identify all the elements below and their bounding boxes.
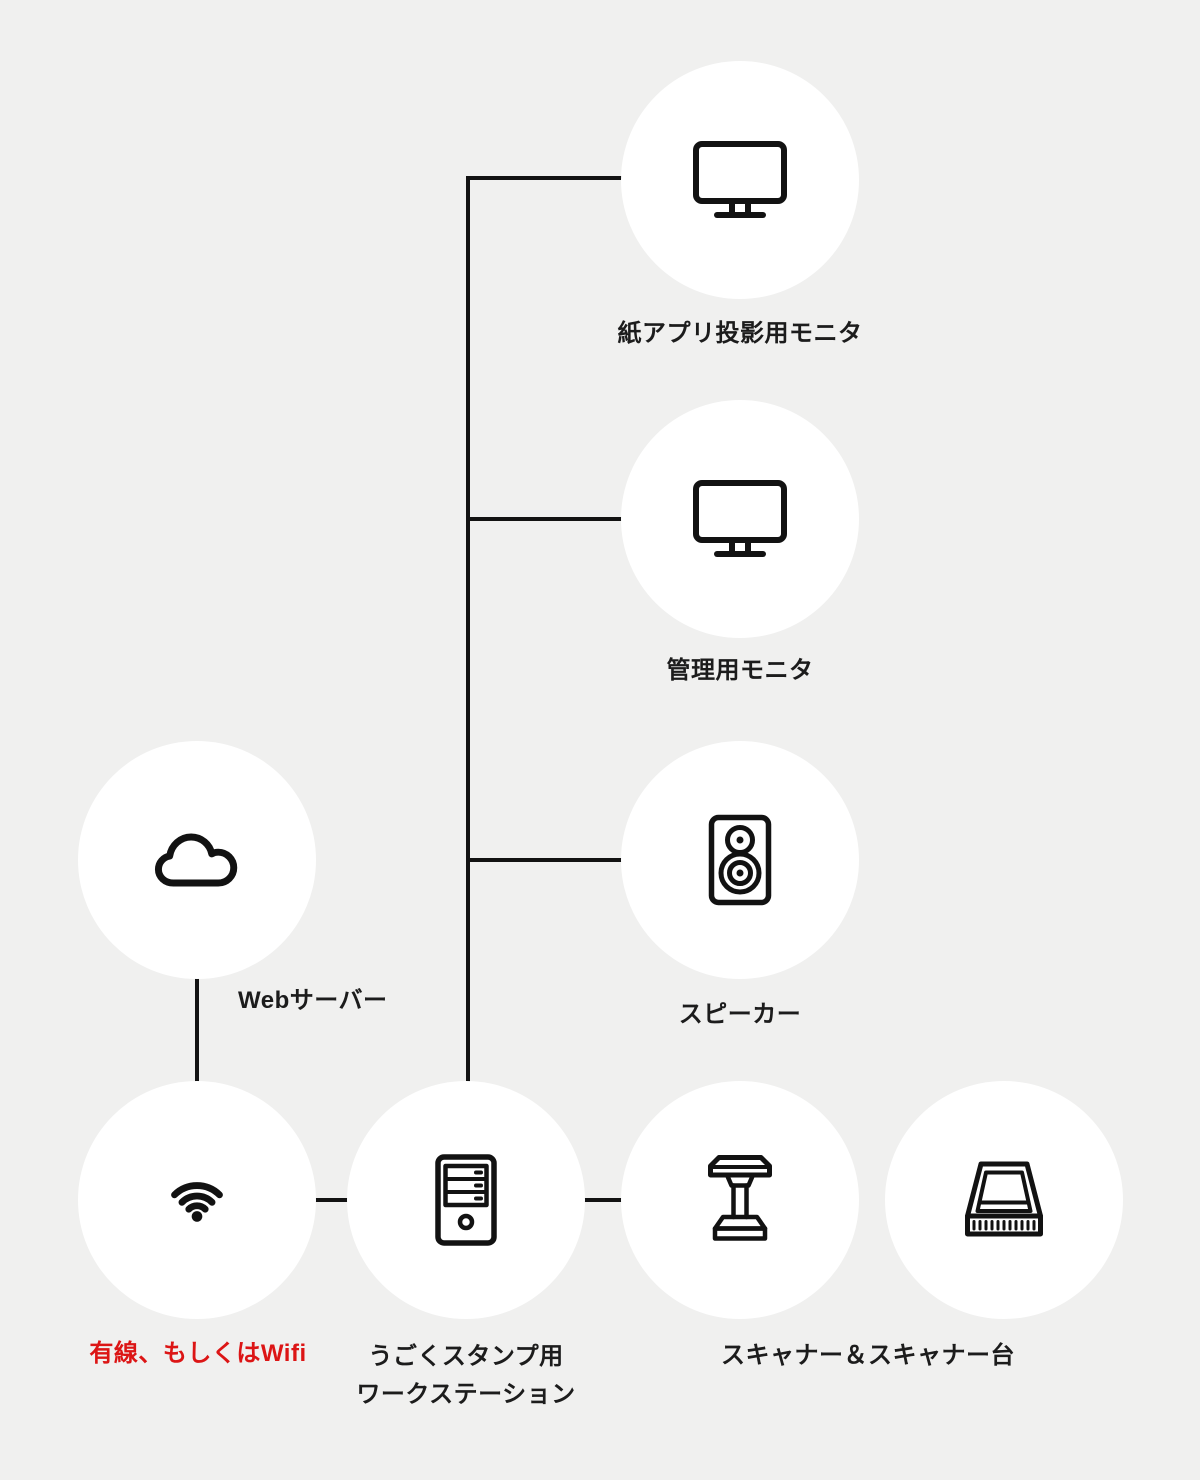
connector-webserver-to-network [195,860,199,1202]
desktop-tower-icon [435,1154,497,1246]
overhead-scanner-icon [708,1155,772,1241]
label-scanner-group: スキャナー＆スキャナー台 [721,1342,1015,1369]
label-admin-monitor: 管理用モニタ [666,657,814,684]
connector-to-projection-monitor [466,176,742,180]
label-speaker: スピーカー [678,1001,802,1028]
label-workstation: うごくスタンプ用 ワークステーション [316,1338,616,1414]
node-projection-monitor [621,61,859,299]
label-network: 有線、もしくはWifi [89,1340,307,1367]
monitor-icon [693,141,787,218]
label-workstation-line2: ワークステーション [356,1381,576,1408]
node-scanner-stand [621,1081,859,1319]
node-speaker [621,741,859,979]
label-workstation-line1: うごくスタンプ用 [368,1343,564,1370]
node-web-server [78,741,316,979]
connector-network-to-workstation [197,1198,467,1202]
wifi-icon [171,1182,223,1222]
cloud-icon [154,833,238,887]
connector-trunk-vertical [466,176,470,1202]
flatbed-scanner-icon [965,1161,1043,1237]
label-projection-monitor: 紙アプリ投影用モニタ [617,320,863,347]
label-web-server: Webサーバー [238,987,388,1014]
node-workstation [347,1081,585,1319]
connector-to-admin-monitor [466,517,742,521]
speaker-icon [708,814,772,906]
node-network [78,1081,316,1319]
connector-to-speaker [466,858,742,862]
node-flatbed-scanner [885,1081,1123,1319]
connector-workstation-to-scanner [466,1198,742,1202]
node-admin-monitor [621,400,859,638]
monitor-icon [693,480,787,557]
